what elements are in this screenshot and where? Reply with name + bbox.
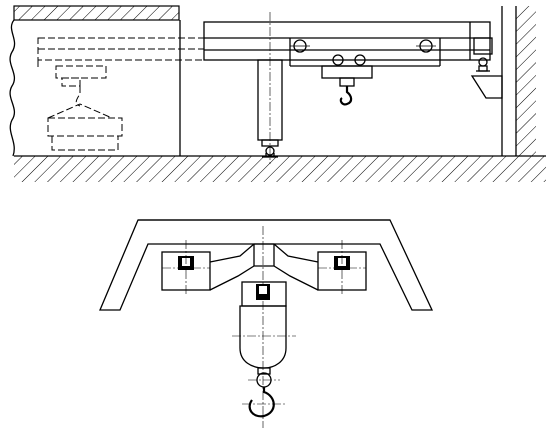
- ceiling: [13, 5, 180, 21]
- hoist-block: [232, 281, 296, 369]
- crane-hook: [242, 367, 286, 418]
- support-leg: [257, 12, 283, 164]
- trolley-crossbar: [209, 243, 319, 291]
- break-line: [9, 19, 16, 157]
- rail-bracket: [470, 37, 503, 99]
- left-wheel-box: [161, 240, 211, 296]
- overhead-crane-side-view: [9, 5, 546, 182]
- right-wheel-box: [317, 240, 367, 296]
- right-wall: [501, 6, 536, 156]
- ground: [14, 155, 546, 182]
- main-beam: [203, 21, 491, 67]
- beam-ghost-position: [37, 37, 205, 151]
- trolley-wheels: [290, 39, 436, 66]
- frame: [99, 219, 434, 311]
- hoist-hook: [321, 65, 373, 106]
- crane-beam-cross-section: [99, 219, 434, 428]
